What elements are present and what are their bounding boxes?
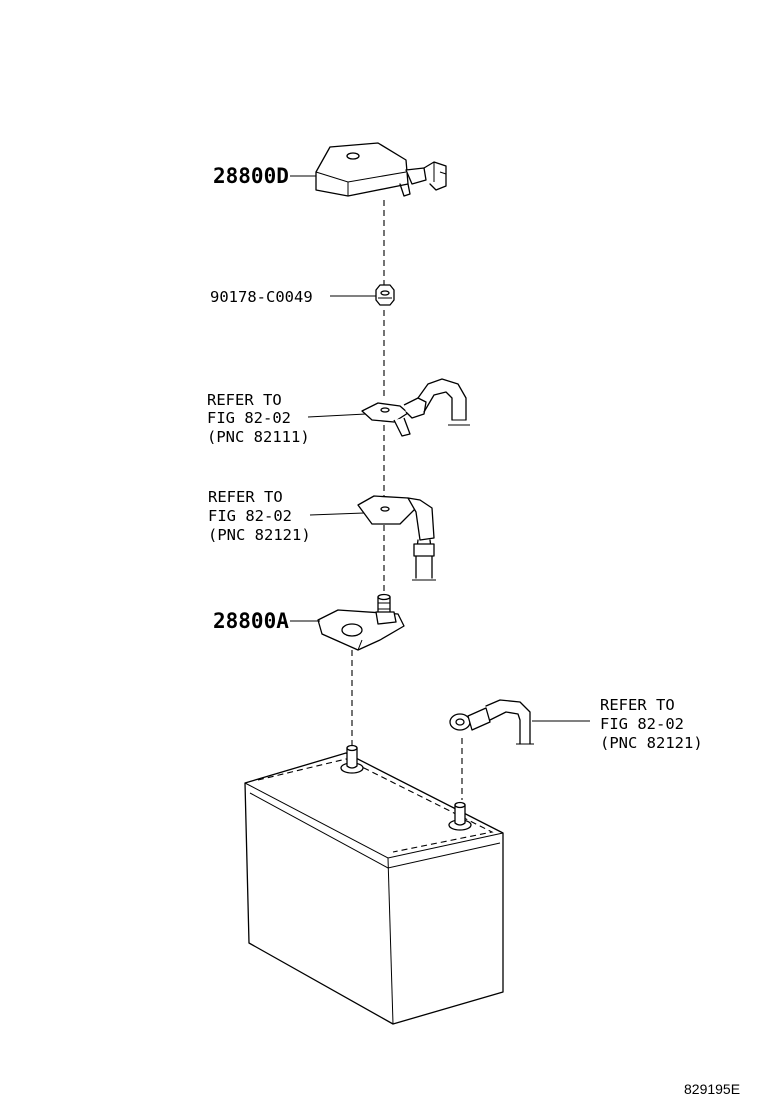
cable-terminal-82121-right <box>449 699 534 745</box>
ref2-line1: REFER TO <box>208 488 283 506</box>
ref1-line3: (PNC 82111) <box>207 428 310 446</box>
ref3-line2: FIG 82-02 <box>600 715 684 733</box>
label-nut: 90178-C0049 <box>210 288 313 306</box>
ref2-line2: FIG 82-02 <box>208 507 292 525</box>
leader-ref2 <box>309 512 365 516</box>
nut-90178-C0049 <box>375 284 395 306</box>
ref3-line1: REFER TO <box>600 696 675 714</box>
cable-terminal-82121-middle <box>357 495 436 581</box>
figure-code: 829195E <box>684 1081 740 1097</box>
ref1-line2: FIG 82-02 <box>207 409 291 427</box>
cable-terminal-82111 <box>361 378 470 437</box>
battery-terminal-left <box>340 744 364 774</box>
terminal-cover-28800D <box>315 142 447 197</box>
battery-clamp-28800A <box>317 593 405 651</box>
ref2-line3: (PNC 82121) <box>208 526 311 544</box>
label-28800D: 28800D <box>213 164 289 188</box>
ref1-line1: REFER TO <box>207 391 282 409</box>
leader-ref1 <box>307 413 367 418</box>
ref3-line3: (PNC 82121) <box>600 734 703 752</box>
battery <box>244 744 504 1025</box>
label-28800A: 28800A <box>213 609 289 633</box>
battery-terminal-right <box>448 801 472 831</box>
